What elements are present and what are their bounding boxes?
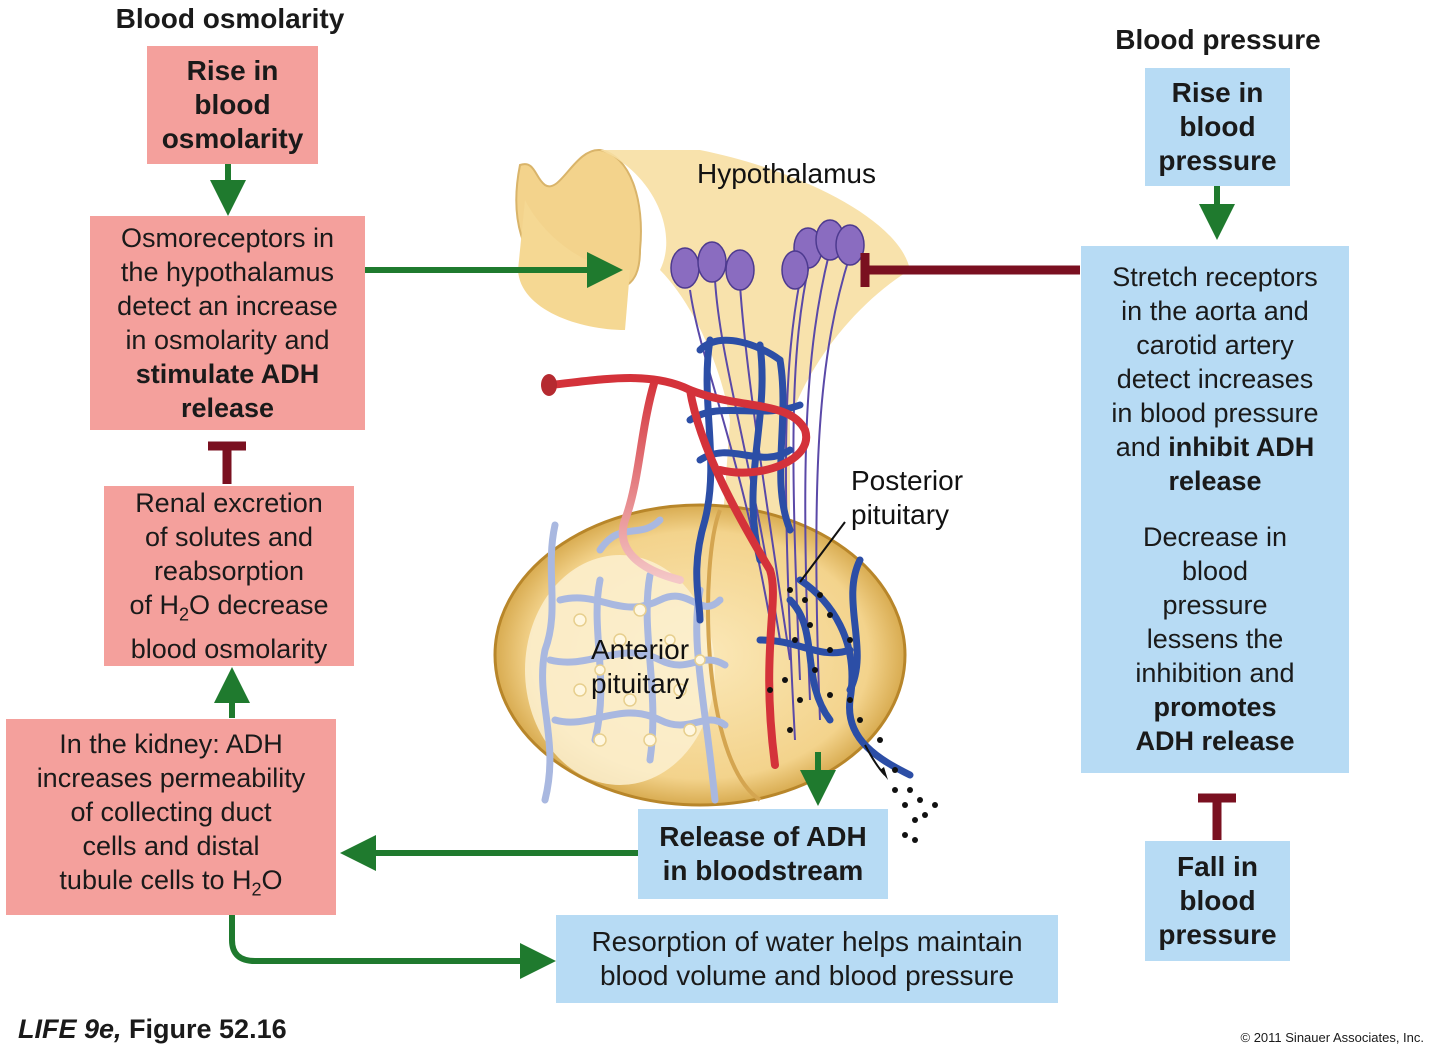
text-line: inhibition and	[1135, 658, 1295, 688]
text-line-h2o: of H2O decrease	[129, 588, 328, 631]
text-line: reabsorption	[153, 556, 305, 587]
text-line: cells and distal	[82, 831, 260, 862]
inhibit-bars	[208, 253, 1236, 840]
text-line: in the aorta and	[1121, 296, 1309, 326]
text-line: Stretch receptors	[1112, 262, 1318, 292]
text-line: in blood pressure	[1111, 398, 1319, 428]
box-rise-in-blood-pressure: Rise in blood pressure	[1145, 68, 1290, 186]
label-hypothalamus: Hypothalamus	[697, 158, 876, 189]
text-line-bold: ADH release	[1135, 726, 1295, 756]
secretion-arrowhead	[880, 767, 888, 780]
text-line-mixed: and inhibit ADH	[1116, 430, 1315, 464]
text-line-bold: release	[180, 393, 275, 423]
box-fall-in-blood-pressure: Fall in blood pressure	[1145, 841, 1290, 961]
caption-figure: Figure 52.16	[121, 1014, 287, 1044]
text-line: Resorption of water helps maintain	[591, 926, 1023, 957]
text-line: Renal excretion	[135, 488, 323, 519]
text-line: Decrease in	[1142, 522, 1288, 552]
heading-blood-osmolarity: Blood osmolarity	[115, 3, 345, 34]
artery	[541, 374, 811, 769]
text-line: Posterior	[851, 465, 964, 496]
box-stretch-receptors: Stretch receptors in the aorta and carot…	[1081, 246, 1349, 773]
text-line: lessens the	[1146, 624, 1284, 654]
text-line-bold: release	[1168, 466, 1262, 496]
text-part: O	[261, 865, 283, 896]
text-line: detect increases	[1116, 364, 1314, 394]
text-line: pituitary	[851, 499, 950, 530]
heading-blood-pressure: Blood pressure	[1115, 24, 1321, 55]
text-line: Osmoreceptors in	[120, 223, 335, 253]
text-line: pressure	[1162, 590, 1268, 620]
posterior-leader-line	[799, 521, 846, 583]
box-rise-in-blood-osmolarity: Rise in blood osmolarity	[147, 46, 318, 164]
text-line: of solutes and	[144, 522, 314, 553]
text-line: carotid artery	[1136, 330, 1294, 360]
subscript: 2	[251, 879, 262, 900]
text-part: O decrease	[188, 590, 329, 621]
box-renal-excretion: Renal excretion of solutes and reabsorpt…	[104, 486, 354, 666]
subscript: 2	[178, 604, 189, 625]
text-line: blood volume and blood pressure	[599, 960, 1015, 991]
text-line: Anterior	[591, 634, 690, 665]
arrow-kidney-to-resorption	[229, 914, 556, 979]
figure-caption: LIFE 9e, Figure 52.16	[18, 1014, 287, 1045]
text-line: the hypothalamus	[120, 257, 335, 287]
text-line: blood	[1179, 885, 1256, 916]
label-posterior-pituitary: Posterior pituitary	[851, 464, 963, 532]
text-line: in bloodstream	[662, 855, 864, 886]
text-line: blood	[1181, 556, 1249, 586]
text-part: and	[1115, 432, 1169, 462]
text-line: pressure	[1158, 919, 1277, 950]
text-line: Fall in	[1177, 851, 1258, 882]
text-part: tubule cells to H	[59, 865, 252, 896]
box-resorption-of-water: Resorption of water helps maintain blood…	[556, 915, 1058, 1003]
box-osmoreceptors: Osmoreceptors in the hypothalamus detect…	[90, 216, 365, 430]
text-line: osmolarity	[161, 123, 304, 154]
text-line: Release of ADH	[659, 821, 867, 852]
stimulate-arrows	[210, 163, 1235, 979]
text-line: in osmolarity and	[125, 325, 330, 355]
text-line: pressure	[1158, 145, 1277, 176]
box-kidney-adh: In the kidney: ADH increases permeabilit…	[6, 719, 336, 915]
text-line-bold: promotes	[1153, 692, 1277, 722]
text-part-bold: inhibit ADH	[1168, 432, 1315, 462]
adh-molecules	[767, 587, 938, 843]
anterior-cells	[573, 603, 706, 747]
text-line: blood osmolarity	[130, 633, 328, 664]
text-line: In the kidney: ADH	[59, 729, 283, 760]
text-line: Rise in	[186, 55, 279, 86]
text-line: blood	[1179, 111, 1256, 142]
caption-book: LIFE 9e,	[18, 1014, 122, 1044]
label-anterior-pituitary: Anterior pituitary	[591, 633, 689, 701]
text-part: of H	[129, 590, 179, 621]
text-line: Rise in	[1171, 77, 1264, 108]
copyright: © 2011 Sinauer Associates, Inc.	[1240, 1030, 1425, 1045]
box-release-of-adh: Release of ADH in bloodstream	[638, 809, 888, 899]
text-line: detect an increase	[117, 291, 338, 321]
text-line: pituitary	[591, 668, 690, 699]
text-line: of collecting duct	[70, 797, 272, 828]
text-line-bold: stimulate ADH	[135, 359, 320, 389]
text-line: increases permeability	[36, 763, 306, 794]
text-line-h2o: tubule cells to H2O	[59, 863, 282, 906]
text-line: blood	[194, 89, 271, 120]
